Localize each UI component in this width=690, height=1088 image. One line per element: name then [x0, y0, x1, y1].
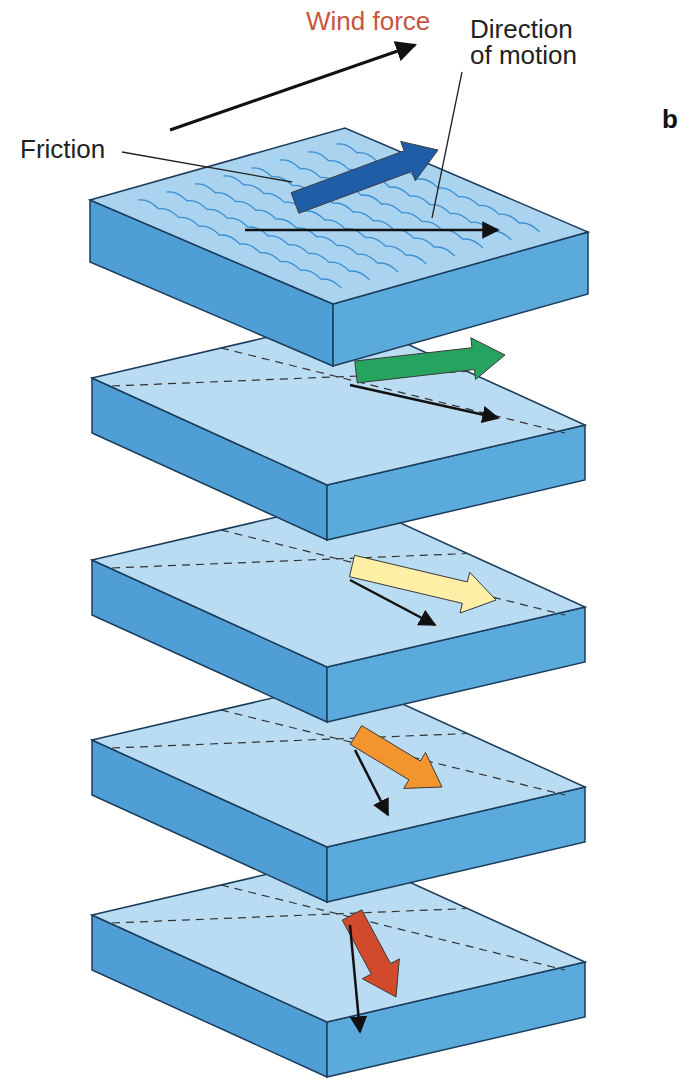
motion-arrow: [350, 385, 498, 418]
current-arrow: [355, 338, 505, 383]
friction-label: Friction: [20, 136, 105, 162]
current-arrow: [291, 141, 438, 213]
current-arrow: [349, 555, 496, 613]
current-arrow: [342, 910, 399, 997]
leader-line: [432, 72, 462, 218]
motion-arrow: [245, 229, 498, 232]
dashed-axis: [221, 885, 565, 970]
dashed-axis: [112, 734, 468, 749]
dashed-axis: [112, 909, 468, 924]
wave-line: [167, 192, 370, 280]
motion-arrow: [350, 925, 360, 1032]
panel-letter: b: [662, 106, 678, 132]
motion-label: Direction of motion: [470, 16, 588, 68]
dashed-axis: [112, 554, 468, 569]
dashed-axis: [221, 710, 565, 795]
current-arrow: [350, 726, 442, 789]
motion-arrow: [170, 45, 415, 130]
water-layer: [90, 128, 588, 366]
motion-arrow: [350, 580, 435, 625]
wind-label: Wind force: [306, 8, 430, 34]
layer-top: [90, 128, 588, 304]
leader-line: [122, 152, 292, 182]
motion-arrow: [355, 750, 388, 815]
wave-line: [138, 200, 341, 288]
